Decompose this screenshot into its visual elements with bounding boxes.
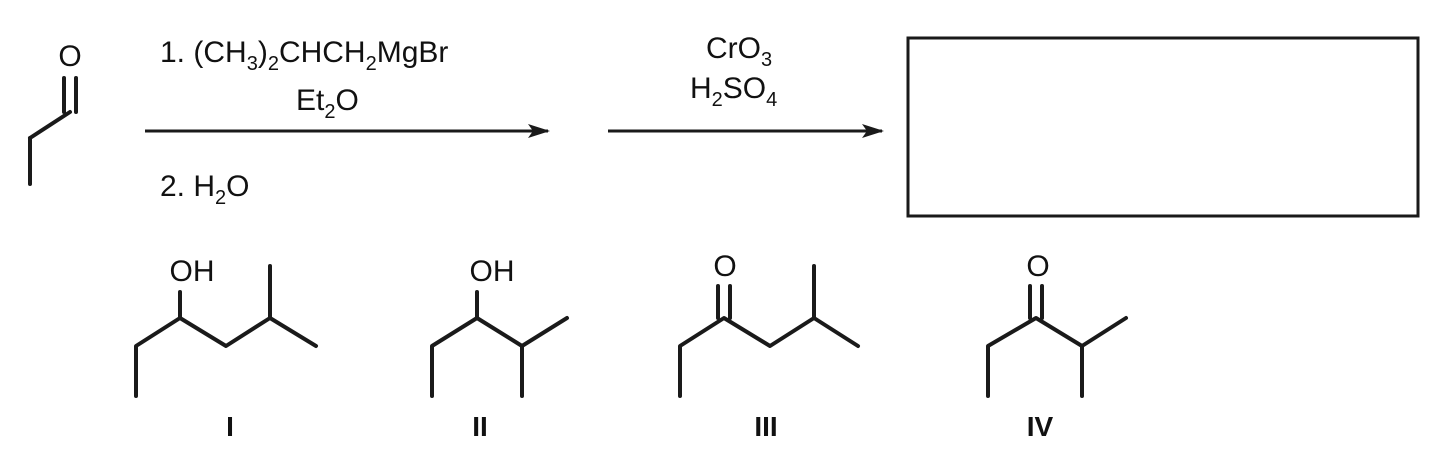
choice-ii-main-chain [430,316,569,398]
reagent-grignard: 1. (CH3)2CHCH2MgBr [160,36,448,75]
starting-material-propanal: O [28,40,82,186]
choice-iii-carbonyl-oxygen: O [713,250,736,283]
choice-ii-hydroxyl: OH [470,255,515,288]
choice-iii-main-chain [678,316,860,398]
choice-i-structure[interactable]: OH I [134,255,318,442]
choice-i-label: I [226,411,234,442]
reagent-water-workup: 2. H2O [160,170,250,209]
choice-iv-structure[interactable]: O IV [986,250,1128,442]
choice-ii-structure[interactable]: OH II [430,255,569,442]
reagent-sulfuric-acid: H2SO4 [690,72,777,111]
reagent-chromium-trioxide: CrO3 [706,32,772,71]
choice-i-main-chain [134,316,318,398]
answer-box[interactable] [906,36,1420,218]
choice-iii-label: III [754,411,777,442]
choice-i-hydroxyl: OH [170,255,215,288]
choice-iii-structure[interactable]: O III [678,250,860,442]
bond-c1-c2 [28,110,72,140]
choice-ii-label: II [472,411,488,442]
reagent-solvent: Et2O [296,84,359,123]
step1-reagents: 1. (CH3)2CHCH2MgBr Et2O 2. H2O [160,36,448,209]
choice-iv-label: IV [1027,411,1054,442]
choice-iv-carbonyl-oxygen: O [1026,250,1049,283]
step2-reagents: CrO3 H2SO4 [690,32,777,111]
starting-material-oxygen: O [58,40,81,73]
choice-iv-main-chain [986,316,1128,398]
